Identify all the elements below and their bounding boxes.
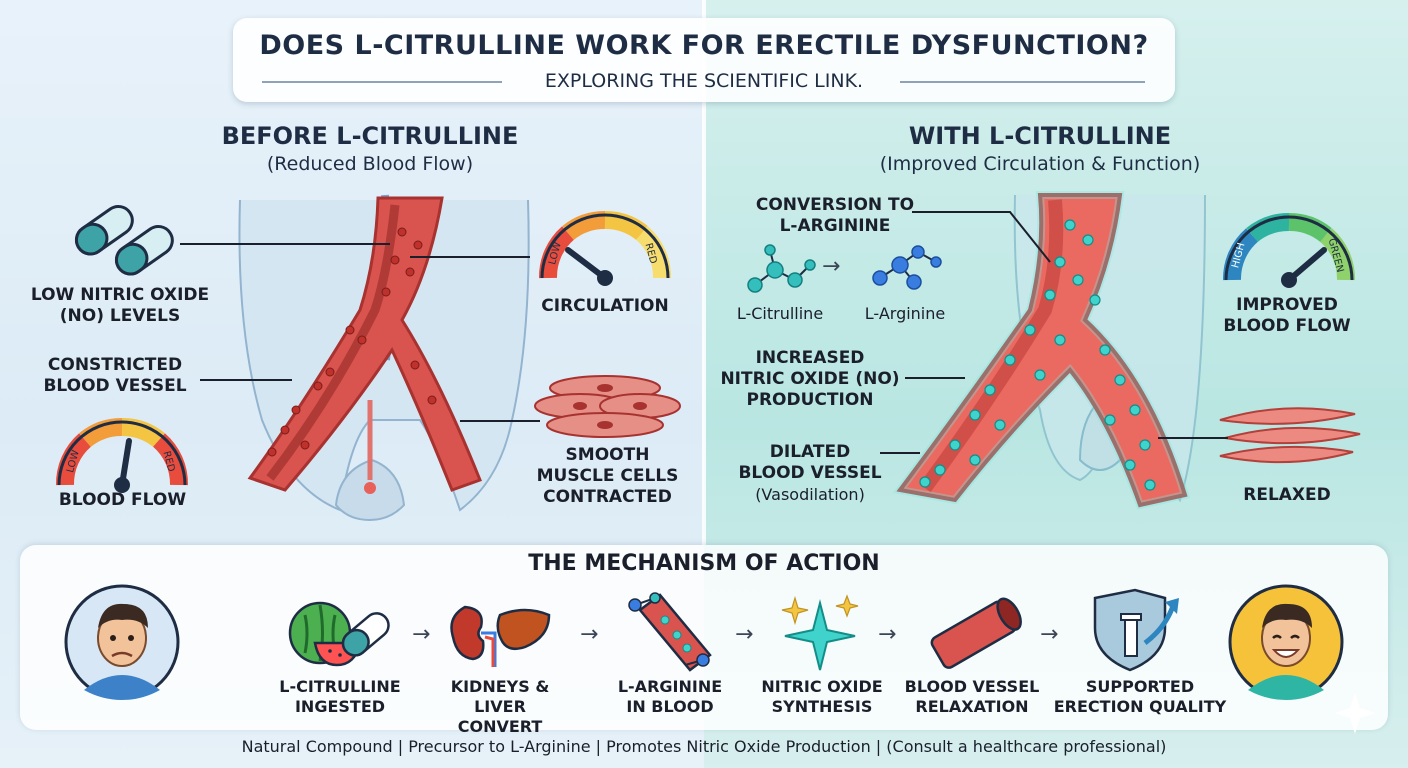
with-heading: WITH L-CITRULLINE xyxy=(908,122,1172,150)
step-arrow-3: → xyxy=(735,622,754,647)
page-title: DOES L-CITRULLINE WORK FOR ERECTILE DYSF… xyxy=(259,30,1149,61)
panel-divider xyxy=(702,0,706,545)
corner-sparkle-icon xyxy=(1334,692,1376,734)
leader-smooth-muscle xyxy=(460,420,540,422)
circulation-gauge-icon xyxy=(539,210,671,286)
blood-flow-gauge-icon xyxy=(56,417,188,493)
l-arginine-molecule-icon xyxy=(872,245,942,290)
happy-person-avatar xyxy=(1228,584,1344,700)
leader-relaxed xyxy=(1158,437,1228,439)
before-heading: BEFORE L-CITRULLINE xyxy=(221,122,519,150)
with-subheading: (Improved Circulation & Function) xyxy=(879,153,1201,175)
watermelon-capsule-icon xyxy=(288,601,390,667)
leader-circulation xyxy=(410,256,530,258)
dilated-blood-vessel xyxy=(892,191,1191,510)
low-no-label: LOW NITRIC OXIDE(NO) LEVELS xyxy=(30,285,210,326)
relaxed-label: RELAXED xyxy=(1243,485,1331,505)
step-arrow-1: → xyxy=(412,622,431,647)
subtitle-rule-right xyxy=(900,81,1145,83)
circulation-label: CIRCULATION xyxy=(541,296,669,316)
vessel-tube-icon xyxy=(930,597,1022,669)
shield-arrow-icon xyxy=(1093,588,1179,672)
footer-note: Natural Compound | Precursor to L-Argini… xyxy=(241,737,1167,756)
leader-low-no xyxy=(180,243,390,245)
leader-conversion xyxy=(912,211,1051,263)
blood-vessel-molecule-icon xyxy=(628,592,712,672)
smooth-muscle-cells-icon xyxy=(534,375,681,438)
l-citrulline-molecule-icon xyxy=(747,244,816,293)
title-card xyxy=(233,18,1175,102)
step-arrow-4: → xyxy=(878,622,897,647)
constricted-blood-vessel xyxy=(247,196,482,492)
step-arrow-5: → xyxy=(1040,622,1059,647)
subtitle-rule-left xyxy=(262,81,502,83)
step-arrow-2: → xyxy=(580,622,599,647)
before-subheading: (Reduced Blood Flow) xyxy=(266,153,474,175)
relaxed-muscle-cells-icon xyxy=(1219,407,1361,464)
l-citrulline-label: L-Citrulline xyxy=(736,304,824,323)
kidney-liver-icon xyxy=(450,605,551,667)
mechanism-title: THE MECHANISM OF ACTION xyxy=(528,551,880,576)
leader-dilated xyxy=(880,452,920,454)
l-arginine-label: L-Arginine xyxy=(864,304,946,323)
page-subtitle: EXPLORING THE SCIENTIFIC LINK. xyxy=(544,70,864,92)
blood-flow-label: BLOOD FLOW xyxy=(58,490,187,510)
leader-constricted xyxy=(200,379,292,381)
capsule-icon xyxy=(74,204,174,276)
leader-increased-no xyxy=(905,377,965,379)
conversion-arrow: → xyxy=(822,254,841,279)
sparkle-icon xyxy=(781,594,859,671)
sad-person-avatar xyxy=(64,584,180,700)
improved-flow-gauge-icon xyxy=(1223,212,1355,288)
